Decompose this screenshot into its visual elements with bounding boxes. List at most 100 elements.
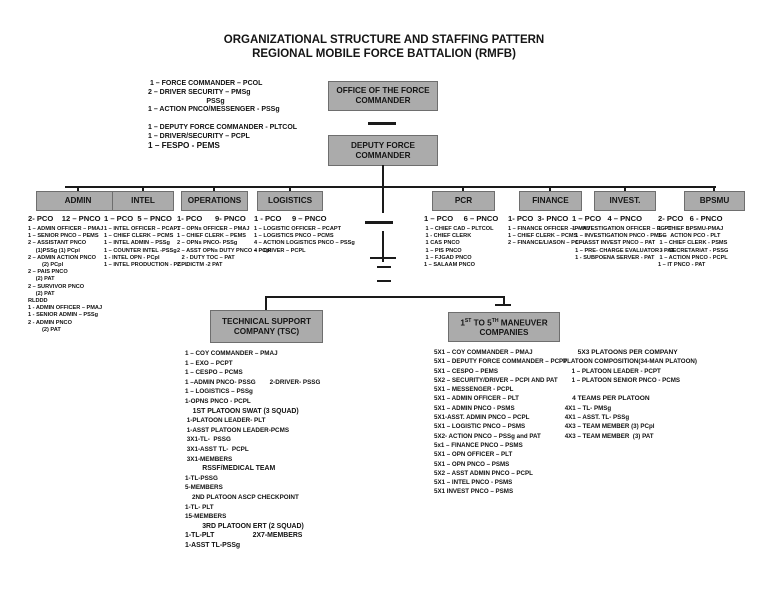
staff-line: (2) PAT <box>28 290 55 297</box>
dept-col-pcr: 1 – PCO 6 – PNCO 1 – CHIEF CAD – PLTCOL … <box>424 214 498 269</box>
dept-col-intel: 1 – PCO 5 – PNCO 1 – INTEL OFFICER – PCA… <box>104 214 188 269</box>
connector-dash <box>368 122 396 125</box>
staff-line: 3 – SECRETARIAT - PSSG <box>658 247 729 254</box>
staff-line: 5X2 – SECURITY/DRIVER – PCPl AND PAT <box>434 376 558 384</box>
staff-line: 2 – PAIS PNCO <box>28 269 68 276</box>
staff-line: 5X1 – CESPO – PEMS <box>434 367 498 375</box>
staff-line: 1 – LOGISTICS PNCO – PCMS <box>254 233 334 240</box>
note-line: 1 – DRIVER/SECURITY – PCPL <box>148 132 250 140</box>
tsc-box: TECHNICAL SUPPORT COMPANY (TSC) <box>210 310 323 343</box>
staff-line: 1 - CHIEF CLERK <box>424 233 472 240</box>
staff-line: 1 – LOGISTIC OFFICER – PCAPT <box>254 226 342 232</box>
staff-line: 1 - INTEL OPN - PCpl <box>104 254 160 261</box>
staff-line: 1 – FJGAD PNCO <box>424 254 472 261</box>
dept-col-admin: 2- PCO 12 – PNCO 1 – ADMIN OFFICER – PMA… <box>28 214 103 334</box>
staff-line: 1 – SALAAM PNCO <box>424 262 475 269</box>
staff-line: 1 – ASST INVEST PNCO – PAT <box>572 240 656 247</box>
staff-line: 1 - SUBPOENA SERVER - PAT <box>572 254 655 261</box>
connector-drop <box>462 186 464 192</box>
staff-line: 1 – INVESTIGATION PNCO - PMSG <box>572 233 667 240</box>
staff-line: 5X1 – OPN OFFICER – PLT <box>434 451 513 459</box>
staff-line: 4 TEAMS PER PLATOON <box>563 395 650 403</box>
staff-line: 1 – CESPO – PCMS <box>185 369 243 377</box>
staff-line: 2 – DICTM -2 PAT <box>177 262 223 269</box>
connector-dash <box>377 280 391 282</box>
maneuver-platoon-list: 5X3 PLATOONS PER COMPANY PLATOON COMPOSIT… <box>563 348 697 441</box>
staff-line: 1 – IT PNCO - PAT <box>658 262 706 269</box>
staff-line: 1 – OPNs OFFICER – PMAJ <box>177 226 250 232</box>
dept-count-header: 1 – PCO 5 – PNCO <box>104 214 172 223</box>
staff-line: 1 – COY COMMANDER – PMAJ <box>185 350 278 357</box>
staff-line: 1-PLATOON LEADER- PLT <box>185 417 266 425</box>
staff-line: 5X1 – COY COMMANDER – PMAJ <box>434 349 533 356</box>
staff-line: 2 – FINANCE/LIASON – PCPL <box>508 240 587 247</box>
staff-line: 1 – CHIEF CLERK - PSMS <box>658 240 728 247</box>
maneuver-box-line2: COMPANIES <box>479 328 529 338</box>
staff-line: 1-ASST TL-PSSg <box>185 541 241 549</box>
connector-vline <box>382 165 384 213</box>
staff-line: PLATOON COMPOSITION(34-MAN PLATOON) <box>563 358 697 366</box>
dept-count-header: 1- PCO 3- PNCO <box>508 214 569 223</box>
staff-line: 4X1 – TL- PMSg <box>563 404 612 412</box>
dept-box-intel: INTEL <box>112 191 174 211</box>
staff-line: 1 – PIS PNCO <box>424 247 462 254</box>
note-line <box>148 115 297 124</box>
staff-line: 5X1 – ADMIN PNCO - PSMS <box>434 404 515 412</box>
staff-line: (1)PSSg (1) PCpl <box>28 247 80 254</box>
staff-line: 5-MEMBERS <box>185 484 223 492</box>
dept-col-finance: 1- PCO 3- PNCO 1 – FINANCE OFFICER – PMA… <box>508 214 590 248</box>
staff-line <box>563 385 697 394</box>
connector-drop <box>549 186 551 192</box>
staff-line: RSSF/MEDICAL TEAM <box>185 465 276 473</box>
staff-line: 1 – INVESTIGATION OFFICER – PCPT <box>572 226 672 232</box>
staff-line: 1-OPNS PNCO - PCPL <box>185 397 251 405</box>
staff-line: 1 – PLATOON SENIOR PNCO - PCMS <box>563 376 681 384</box>
staff-line: 1 – EXO – PCPT <box>185 359 233 367</box>
note-line: 1 – DEPUTY FORCE COMMANDER - PLTCOL <box>148 123 298 131</box>
dept-col-invest: 1 – PCO 4 – PNCO 1 – INVESTIGATION OFFIC… <box>572 214 674 262</box>
staff-line: (2) PCpl <box>28 262 64 269</box>
staff-line: 2 – ASSISTANT PNCO <box>28 240 87 247</box>
staff-line: 2ND PLATOON ASCP CHECKPOINT <box>185 493 299 501</box>
staff-line: 3X1-ASST TL- PCPL <box>185 445 249 453</box>
staff-line: 5X1 INVEST PNCO – PSMS <box>434 488 514 496</box>
staff-line: 5X2 – ASST ADMIN PNCO – PCPL <box>434 469 533 477</box>
staff-line: 1 – CHIEF CLERK – PEMS <box>177 233 247 240</box>
dept-box-logistics: LOGISTICS <box>257 191 323 211</box>
connector-drop <box>289 186 291 192</box>
staff-line: 2 – ADMIN ACTION PNCO <box>28 254 96 261</box>
staff-line: 1 – COUNTER INTEL -PSSg <box>104 247 177 254</box>
staff-line: 5X3 PLATOONS PER COMPANY <box>563 349 678 356</box>
staff-line: 1 – FINANCE OFFICER – PMAJ <box>508 226 591 232</box>
staff-line: 1 – SENIOR PNCO – PEMS <box>28 233 99 240</box>
dept-col-logistics: 1 - PCO 9 – PNCO 1 – LOGISTIC OFFICER – … <box>254 214 355 255</box>
connector-drop <box>624 186 626 192</box>
note-line: 1 – ACTION PNCO/MESSENGER - PSSg <box>148 106 280 114</box>
staff-line: 1-TL-PSSG <box>185 474 218 482</box>
staff-line: 3X1-TL- PSSG <box>185 436 231 444</box>
staff-line: 5X1 – MESSENGER - PCPL <box>434 386 514 394</box>
dept-count-header: 1 - PCO 9 – PNCO <box>254 214 327 223</box>
connector-drop <box>503 296 505 305</box>
dept-count-header: 2- PCO 6 - PNCO <box>658 214 723 223</box>
dept-count-header: 2- PCO 12 – PNCO <box>28 214 101 223</box>
staff-line: 1-ASST PLATOON LEADER-PCMS <box>185 426 290 434</box>
staff-line: 1-TL- PLT <box>185 503 214 511</box>
staff-line: 2 - ADMIN PNCO <box>28 319 72 326</box>
staff-line: 1 – INTEL OFFICER – PCAPT <box>104 226 181 232</box>
staff-line: RLDDD <box>28 298 48 305</box>
staff-line: 4 – DRIVER – PCPL <box>254 247 306 254</box>
staff-line: 1 – CHIEF CLERK – PCMS <box>104 233 174 240</box>
staff-line: 1 – PRE- CHARGE EVALUATOR - PAT <box>572 247 675 254</box>
staff-line: 5X1 – INTEL PNCO - PSMS <box>434 479 513 487</box>
staff-line: 1 – ACTION PNCO - PCPL <box>658 254 728 261</box>
staff-line: 1 – CHIEF CAD – PLTCOL <box>424 226 494 232</box>
staff-line: 1 –ADMIN PNCO- PSSG 2-DRIVER- PSSG <box>185 378 321 386</box>
maneuver-box-line1: 1ST TO 5TH MANEUVER <box>460 317 548 328</box>
staff-line: 2 – SURVIVOR PNCO <box>28 283 85 290</box>
dept-box-pcr: PCR <box>432 191 495 211</box>
staff-line: 3RD PLATOON ERT (2 SQUAD) <box>185 522 304 530</box>
staff-line: 1 – INTEL ADMIN – PSSg <box>104 240 170 247</box>
dept-box-bpsmu: BPSMU <box>684 191 745 211</box>
